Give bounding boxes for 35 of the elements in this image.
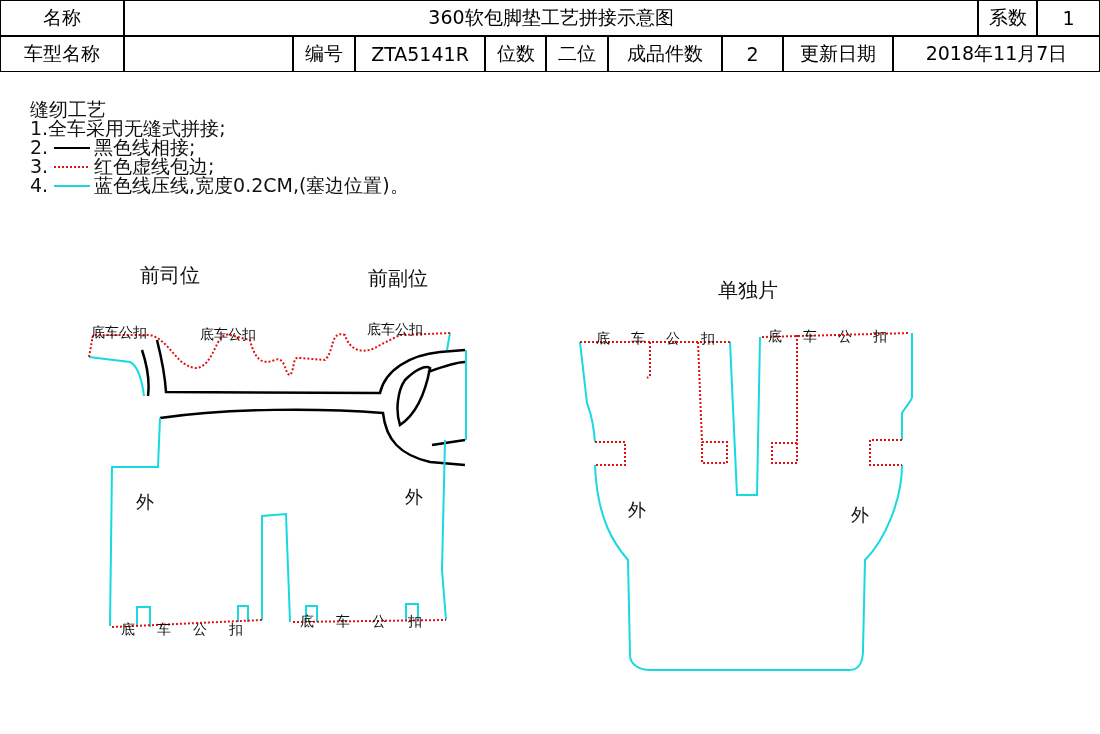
legend-text: 蓝色线压线,宽度0.2CM,(塞边位置)。	[94, 175, 409, 196]
edge-note: 底车公扣	[768, 329, 908, 345]
table-cell: 1	[1037, 0, 1100, 36]
side-mark: 外	[405, 487, 423, 507]
table-cell: 2018年11月7日	[893, 36, 1100, 72]
table-cell: 位数	[485, 36, 546, 72]
table-cell: ZTA5141R	[355, 36, 485, 72]
table-cell: 名称	[0, 0, 124, 36]
list-number: 4.	[30, 175, 49, 196]
table-cell: 2	[722, 36, 783, 72]
list-number: 3.	[30, 156, 49, 177]
side-mark: 外	[851, 505, 869, 525]
legend-text: 黑色线相接;	[94, 137, 196, 158]
table-cell: 成品件数	[608, 36, 722, 72]
table-cell: 编号	[293, 36, 355, 72]
edge-note: 底车公扣	[300, 614, 444, 630]
note-text: 1.全车采用无缝式拼接;	[30, 118, 226, 139]
table-cell: 更新日期	[783, 36, 893, 72]
title-cell: 360软包脚垫工艺拼接示意图	[124, 0, 978, 36]
piece-title: 单独片	[718, 279, 778, 301]
edge-note: 底车公扣	[200, 327, 256, 343]
legend-text: 红色虚线包边;	[94, 156, 215, 177]
edge-note: 底车公扣	[367, 322, 423, 338]
piece-title: 前副位	[368, 267, 428, 289]
list-number: 2.	[30, 137, 49, 158]
table-cell: 二位	[546, 36, 608, 72]
edge-note: 底车公扣	[121, 622, 265, 638]
heading-text: 缝纫工艺	[30, 99, 106, 120]
table-cell: 车型名称	[0, 36, 124, 72]
edge-note: 底车公扣	[596, 331, 736, 347]
table-cell: 系数	[978, 0, 1037, 36]
piece-title: 前司位	[140, 264, 200, 286]
edge-note: 底车公扣	[91, 325, 147, 341]
side-mark: 外	[136, 492, 154, 512]
side-mark: 外	[628, 500, 646, 520]
